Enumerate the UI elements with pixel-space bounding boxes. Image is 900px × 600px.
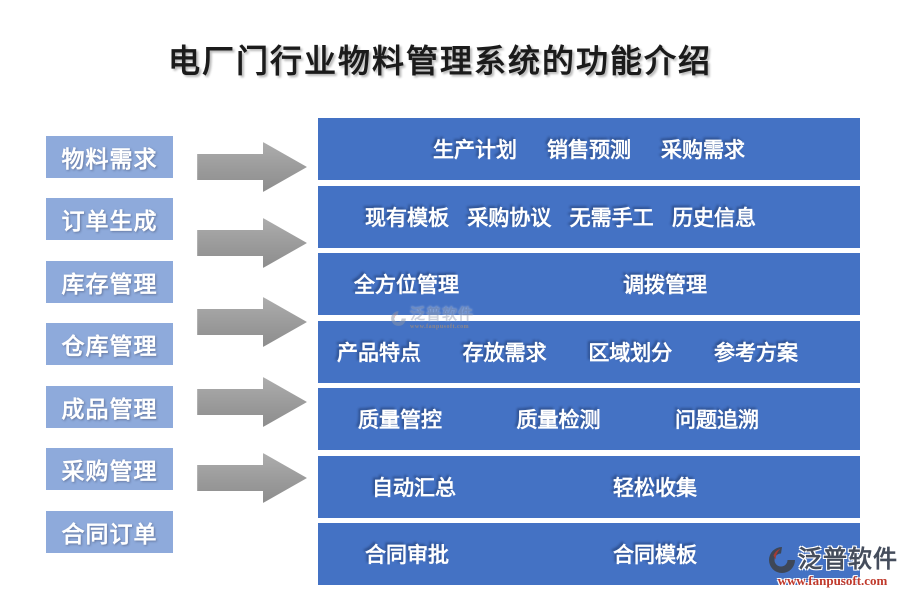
feature-row-templates: 现有模板 采购协议 无需手工 历史信息 — [318, 186, 860, 248]
feature-label: 产品特点 — [337, 341, 421, 365]
feature-label: 轻松收集 — [613, 476, 697, 500]
left-box-label: 库存管理 — [61, 272, 158, 297]
left-box-warehouse-management: 仓库管理 — [46, 323, 173, 365]
left-box-order-generation: 订单生成 — [46, 198, 173, 240]
feature-label: 参考方案 — [713, 341, 798, 365]
feature-row-quality: 质量管控 质量检测 问题追溯 — [318, 388, 860, 450]
feature-label: 调拨管理 — [623, 273, 707, 297]
feature-label: 采购需求 — [661, 138, 745, 162]
feature-label: 历史信息 — [671, 206, 756, 230]
fanpu-logo: 泛普软件 www.fanpusoft.com — [767, 545, 898, 587]
watermark-subtext: www.fanpusoft.com — [410, 324, 470, 330]
logo-text: 泛普软件 — [798, 547, 898, 573]
feature-row-contract: 合同审批 合同模板 — [318, 523, 860, 585]
feature-label: 全方位管理 — [354, 273, 459, 297]
feature-row-product-traits: 产品特点 存放需求 区域划分 参考方案 — [318, 321, 860, 383]
feature-label: 区域划分 — [588, 341, 673, 365]
feature-label: 问题追溯 — [675, 408, 759, 432]
feature-row-collection: 自动汇总 轻松收集 — [318, 456, 860, 518]
left-box-label: 仓库管理 — [61, 334, 158, 359]
left-box-label: 成品管理 — [61, 397, 158, 422]
right-arrow-icon — [197, 297, 307, 347]
right-arrow-icon — [197, 142, 307, 192]
center-watermark: 泛普软件 www.fanpusoft.com — [390, 308, 474, 330]
feature-label: 现有模板 — [365, 206, 449, 230]
feature-label: 生产计划 — [433, 138, 517, 162]
feature-label: 合同模板 — [613, 543, 697, 567]
logo-url: www.fanpusoft.com — [777, 573, 888, 588]
left-box-label: 订单生成 — [61, 209, 158, 234]
right-arrow-icon — [197, 218, 307, 268]
feature-label: 销售预测 — [547, 138, 631, 162]
feature-label: 无需手工 — [569, 206, 654, 230]
feature-row-production: 生产计划 销售预测 采购需求 — [318, 118, 860, 180]
left-box-finished-goods-management: 成品管理 — [46, 386, 173, 428]
feature-label: 自动汇总 — [372, 476, 456, 500]
fanpu-logo-icon — [391, 311, 406, 326]
watermark-text: 泛普软件 — [410, 307, 475, 323]
right-arrow-icon — [197, 453, 307, 503]
left-box-contract-orders: 合同订单 — [46, 511, 173, 553]
left-box-label: 物料需求 — [61, 147, 158, 172]
left-box-label: 采购管理 — [61, 459, 158, 484]
left-box-procurement-management: 采购管理 — [46, 448, 173, 490]
page-title: 电厂门行业物料管理系统的功能介绍 — [167, 43, 712, 79]
feature-label: 质量检测 — [516, 408, 601, 432]
left-box-inventory-management: 库存管理 — [46, 261, 173, 303]
feature-label: 采购协议 — [467, 206, 552, 230]
left-box-material-demand: 物料需求 — [46, 136, 173, 178]
fanpu-logo-icon — [769, 547, 795, 573]
feature-row-allround-management: 全方位管理 调拨管理 — [318, 253, 860, 315]
feature-label: 质量管控 — [358, 408, 442, 432]
left-box-label: 合同订单 — [61, 522, 158, 547]
right-arrow-icon — [197, 377, 307, 427]
feature-label: 存放需求 — [462, 341, 547, 365]
feature-label: 合同审批 — [365, 543, 449, 567]
